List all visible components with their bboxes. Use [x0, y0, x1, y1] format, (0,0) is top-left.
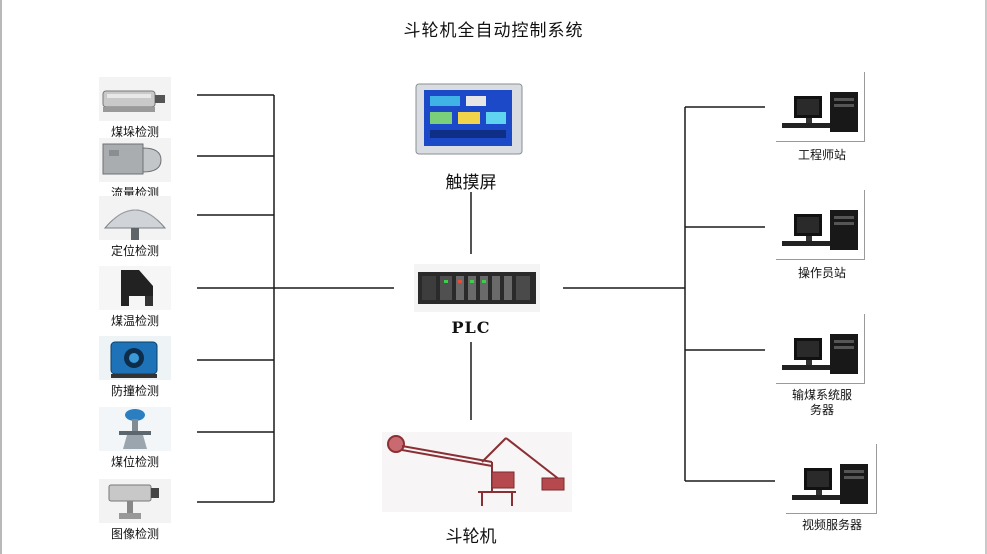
station-frame [776, 190, 865, 260]
radar-level-icon [99, 407, 171, 451]
sensor-label: 煤位检测 [110, 455, 159, 469]
sensor-label: 煤垛检测 [110, 125, 159, 139]
computer-icon [782, 210, 858, 250]
plc-label: PLC [451, 318, 491, 337]
station-frame [776, 72, 865, 142]
touchscreen-panel-icon [415, 83, 523, 155]
frame-right-border [985, 0, 987, 554]
station-label: 工程师站 [797, 148, 846, 162]
sensor-label: 定位检测 [110, 244, 159, 258]
temperature-sensor-icon [99, 266, 171, 310]
touchscreen-label: 触摸屏 [445, 173, 497, 193]
bucket-wheel-machine-icon [382, 432, 572, 512]
computer-icon [792, 464, 868, 504]
gps-antenna-icon [99, 196, 171, 240]
computer-icon [782, 334, 858, 374]
flow-meter-icon [99, 138, 171, 182]
sensor-box-icon [99, 77, 171, 121]
station-label: 操作员站 [797, 266, 846, 280]
sensor-label: 煤温检测 [110, 314, 159, 328]
plc-rack-icon [414, 264, 540, 312]
anti-collision-scanner-icon [99, 336, 171, 380]
diagram-title: 斗轮机全自动控制系统 [403, 21, 584, 41]
station-label-line2: 务器 [809, 403, 834, 417]
station-frame [786, 444, 877, 514]
station-label: 视频服务器 [801, 518, 862, 532]
station-label-line1: 输煤系统服 [791, 388, 852, 402]
station-frame [776, 314, 865, 384]
camera-icon [99, 479, 171, 523]
frame-left-border [0, 0, 2, 554]
sensor-label: 防撞检测 [110, 384, 159, 398]
bucket-wheel-machine-label: 斗轮机 [445, 527, 497, 547]
sensor-label: 图像检测 [110, 527, 159, 541]
station-label: 输煤系统服 务器 [762, 388, 882, 418]
computer-icon [782, 92, 858, 132]
